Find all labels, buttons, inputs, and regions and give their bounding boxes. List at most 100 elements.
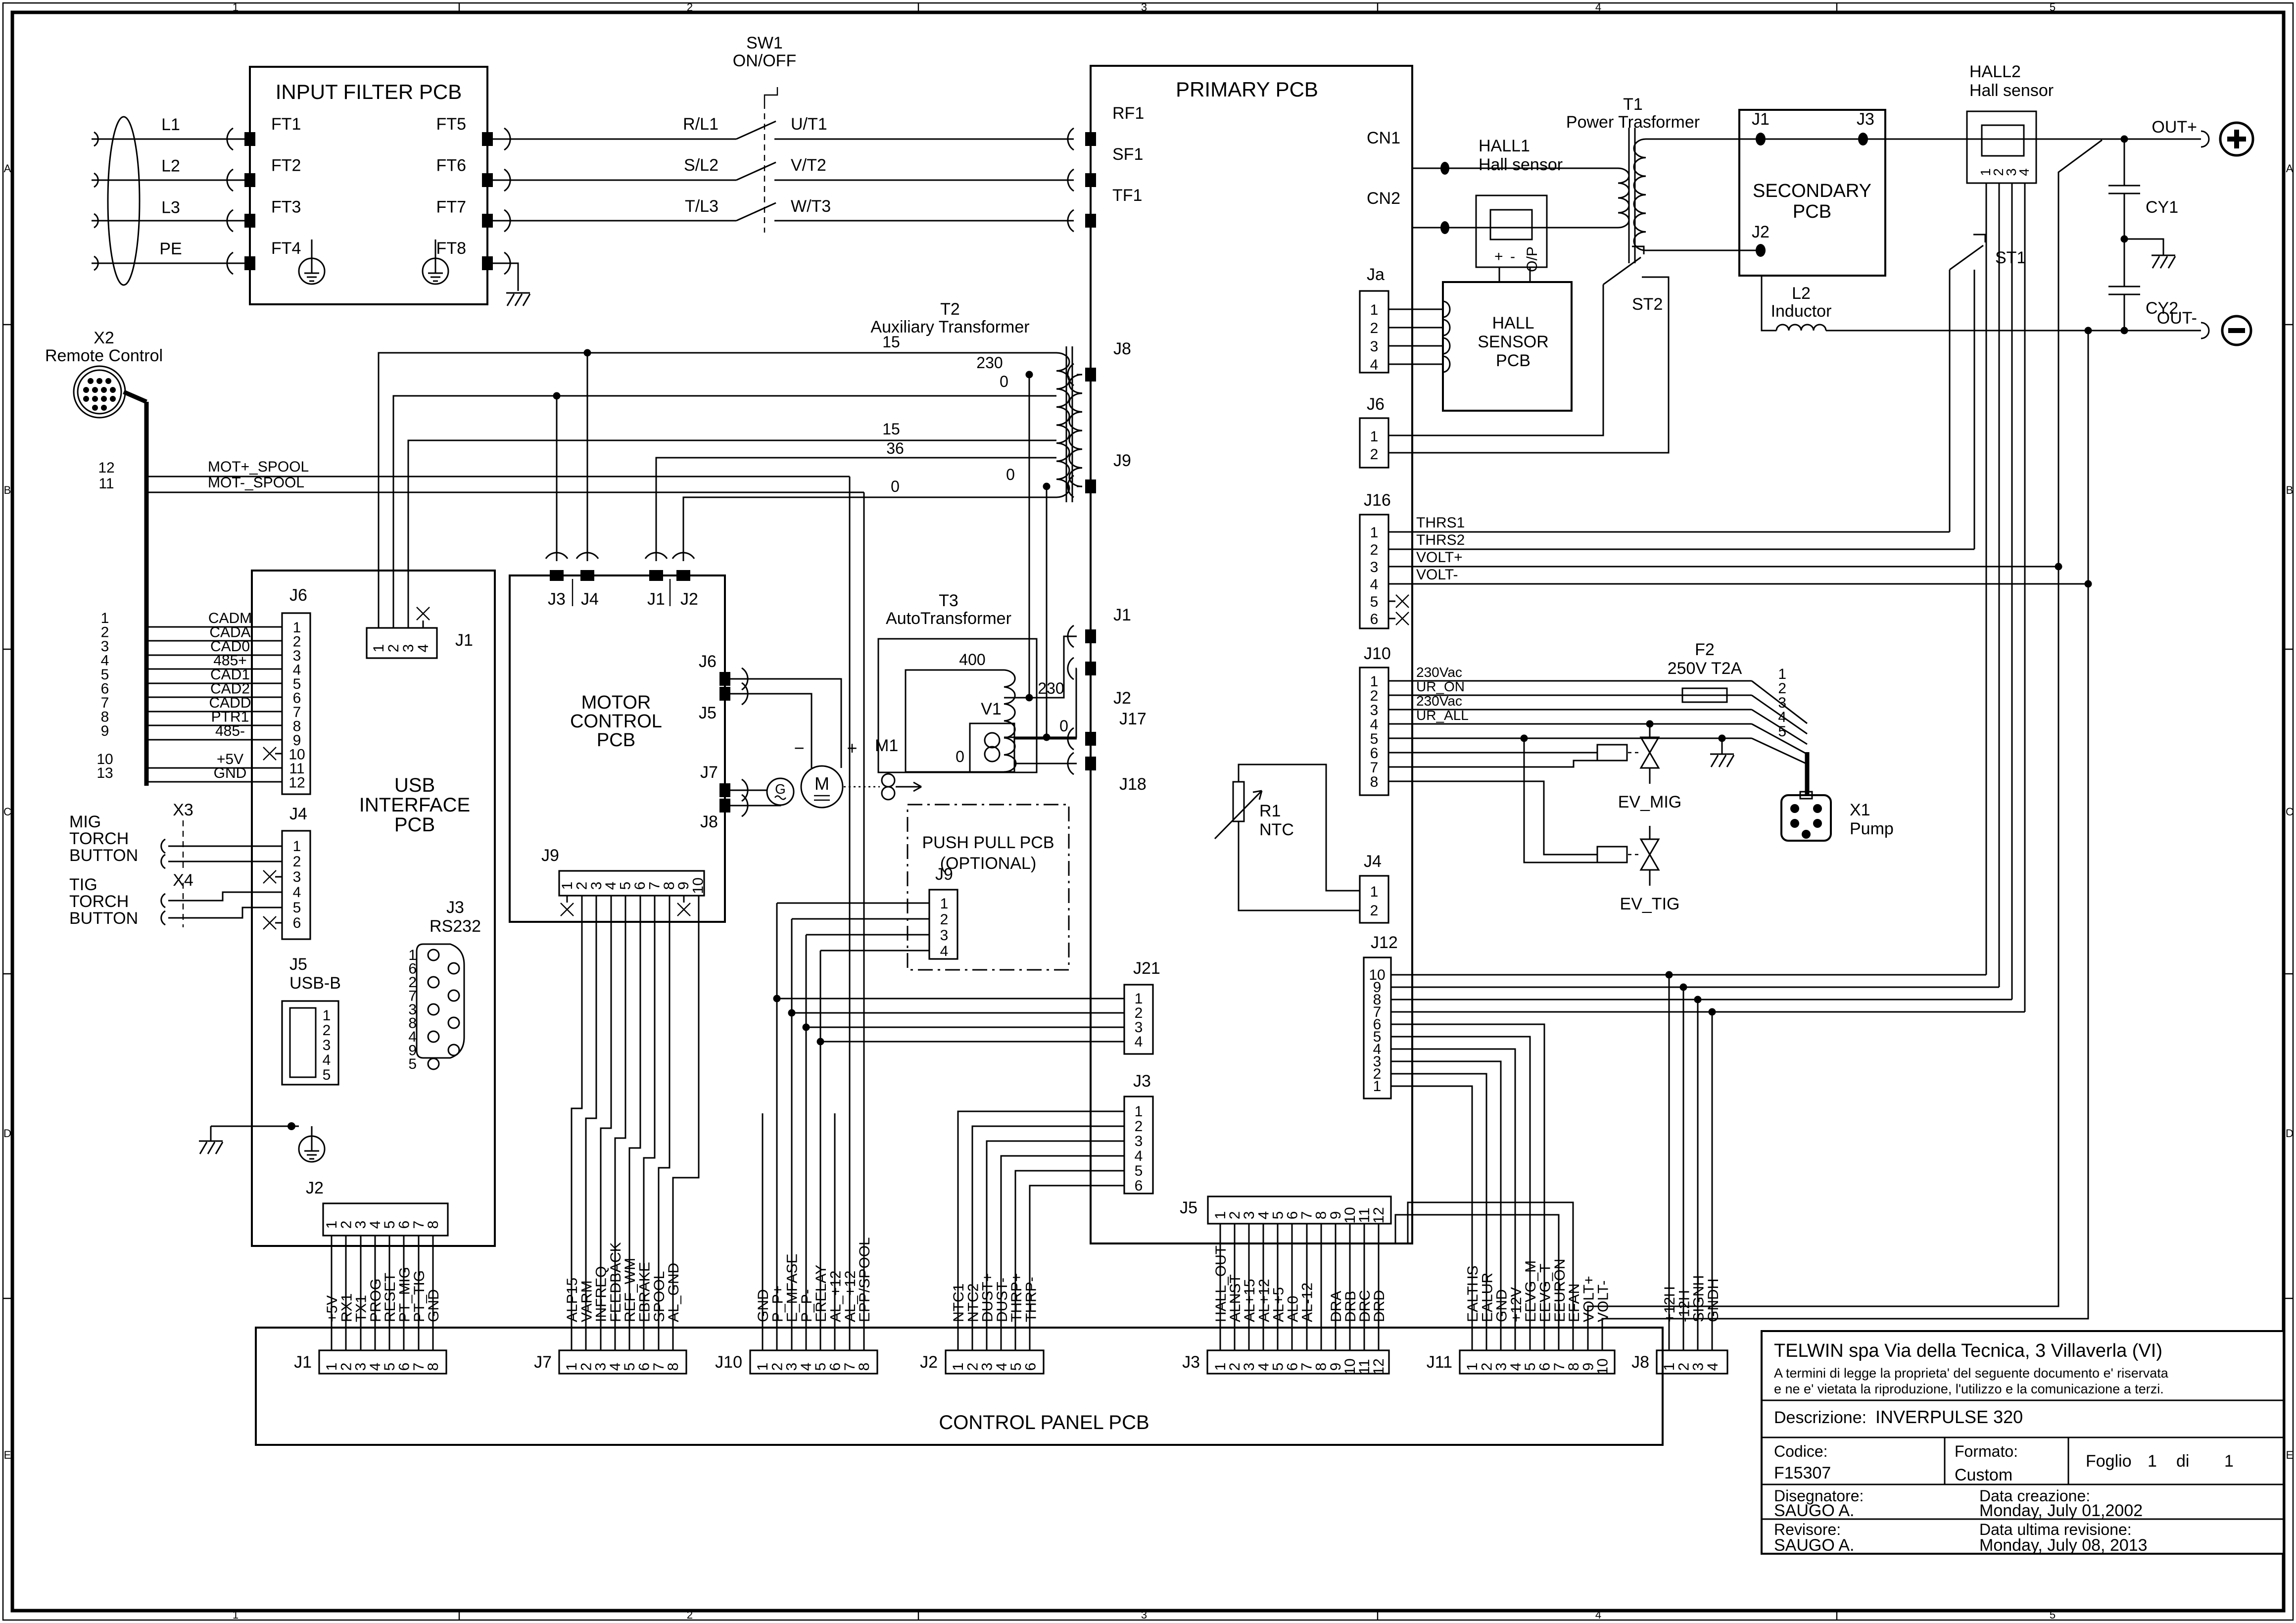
j10cp-wire-labels: GNDP_P+E_MFASEP_P-ERELAYAL_+12AL_+12EPP/… xyxy=(755,1237,873,1322)
j7mot-label: J7 xyxy=(700,763,718,782)
grid-label: A xyxy=(2286,162,2294,175)
t1-label: T1 xyxy=(1623,95,1643,114)
t2-tap: 15 xyxy=(882,333,900,351)
wire-label: SIGNH xyxy=(1691,1275,1707,1322)
pin-label: 3 xyxy=(1135,1133,1143,1149)
hall1-plus: + xyxy=(1494,248,1503,265)
pcb-title: (OPTIONAL) xyxy=(940,854,1037,873)
wire-label: DRD xyxy=(1371,1290,1387,1322)
pin-label: 6 xyxy=(636,1363,653,1371)
pin-label: 1 xyxy=(1370,884,1379,900)
chassis-ground-icon xyxy=(198,1140,224,1155)
ft-label: FT2 xyxy=(271,156,301,175)
pin-label: 1 xyxy=(1135,991,1143,1007)
pin-label: 3 xyxy=(353,1363,369,1371)
st2-label: ST2 xyxy=(1632,295,1663,314)
wire-label: E_MFASE xyxy=(784,1254,801,1322)
j6mot-label: J6 xyxy=(699,652,717,671)
t2-tap: 15 xyxy=(882,420,900,438)
l2-name: Inductor xyxy=(1771,302,1832,321)
f2-rating: 250V T2A xyxy=(1668,659,1742,678)
control-panel-box xyxy=(255,1327,1664,1446)
pin-label: 4 xyxy=(367,1221,383,1229)
revisore-value: SAUGO A. xyxy=(1774,1536,1855,1555)
pin-label: 6 xyxy=(1285,1211,1301,1220)
grid-label: E xyxy=(4,1449,11,1461)
j21-box xyxy=(1123,984,1154,1055)
j3sec-label: J3 xyxy=(1857,110,1874,129)
x-mark-icon xyxy=(1395,594,1410,609)
pin-label: 3 xyxy=(1493,1363,1510,1371)
pin-label: 4 xyxy=(1778,709,1786,725)
pin-label: 1 xyxy=(1370,673,1379,690)
j11cp-box xyxy=(1459,1349,1616,1375)
pin-label: 2 xyxy=(1778,680,1786,697)
pin-label: 11 xyxy=(98,476,114,492)
wire-label: ALP15 xyxy=(564,1278,580,1322)
pin-label: 13 xyxy=(96,765,113,781)
ft-label: FT4 xyxy=(271,239,301,258)
j4pri-pins: 12 xyxy=(1370,884,1379,919)
x-mark-icon xyxy=(262,915,277,930)
signal-label: THRS2 xyxy=(1416,532,1465,548)
pin-label: 6 xyxy=(396,1221,413,1229)
hall2-label: HALL2 xyxy=(1969,62,2021,81)
t2-secondary-coil xyxy=(1068,374,1083,487)
f2-label: F2 xyxy=(1695,640,1715,659)
hall2-name: Hall sensor xyxy=(1969,81,2054,100)
j12-box xyxy=(1363,956,1392,1099)
mains-label: L1 xyxy=(161,115,180,134)
pin-label: 3 xyxy=(979,1363,996,1371)
x3-label: X3 xyxy=(173,801,193,819)
t2-sec: 0 xyxy=(1006,466,1015,483)
pcb-title: PCB xyxy=(1496,351,1531,370)
pin-label: 4 xyxy=(1135,1148,1143,1164)
di-label: di xyxy=(2176,1452,2189,1471)
pin-label: 5 xyxy=(1270,1363,1286,1371)
torch-label: BUTTON xyxy=(69,846,138,865)
pin-label: 1 xyxy=(1373,1078,1382,1095)
pin-label: 9 xyxy=(293,732,301,749)
ft-label: FT6 xyxy=(436,156,466,175)
wire-label: EALTHS xyxy=(1465,1266,1481,1322)
pin-label: 8 xyxy=(408,1015,417,1032)
j12-label: J12 xyxy=(1371,933,1398,952)
j4pri-box xyxy=(1359,875,1389,924)
pin-label: 8 xyxy=(101,709,109,725)
pin-label: 1 xyxy=(755,1363,771,1371)
pin-label: 2 xyxy=(101,624,109,641)
pin-label: 1 xyxy=(101,610,109,626)
wire-label: VOLT- xyxy=(1595,1281,1612,1322)
motor-pcb-box xyxy=(509,574,726,923)
wire-label: CAD0 xyxy=(210,638,250,655)
phase-label: W/T3 xyxy=(791,197,831,216)
db9-connector xyxy=(416,943,465,1059)
pin-label: 2 xyxy=(293,854,301,870)
m1-label: M1 xyxy=(875,736,898,755)
j11cp-label: J11 xyxy=(1427,1353,1452,1372)
hall1-name: Hall sensor xyxy=(1479,155,1563,174)
ft-label: FT7 xyxy=(436,197,466,216)
pin-label: 1 xyxy=(559,882,575,890)
wire-label: EBRAKE xyxy=(637,1262,653,1322)
pump-label: Pump xyxy=(1850,819,1894,838)
j2pri-label: J2 xyxy=(1113,689,1131,708)
pin-label: 9 xyxy=(101,723,109,739)
j8mot-label: J8 xyxy=(700,812,718,831)
created-value: Monday, July 01,2002 xyxy=(1979,1501,2143,1520)
